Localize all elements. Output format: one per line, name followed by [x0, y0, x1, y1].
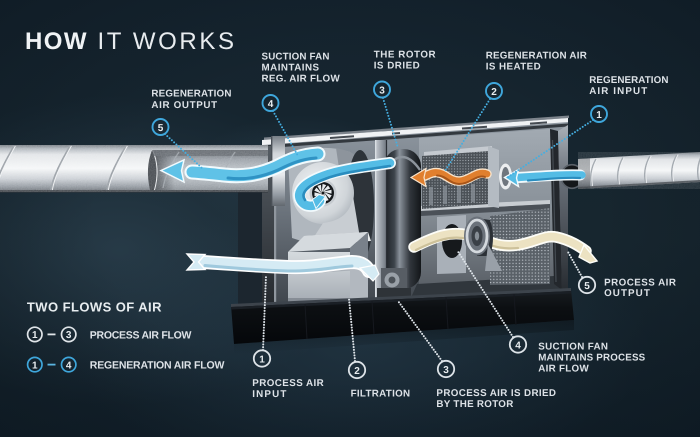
svg-text:HOW: HOW	[25, 28, 87, 55]
svg-text:REGENERATION AIR FLOW: REGENERATION AIR FLOW	[90, 359, 225, 371]
svg-text:INPUT: INPUT	[252, 389, 286, 400]
svg-text:AIR FLOW: AIR FLOW	[538, 364, 589, 375]
svg-text:1: 1	[32, 330, 38, 341]
svg-text:2: 2	[354, 366, 360, 377]
svg-text:4: 4	[268, 99, 274, 110]
svg-text:1: 1	[32, 360, 38, 371]
svg-text:REGENERATION: REGENERATION	[151, 89, 231, 100]
svg-text:1: 1	[259, 354, 265, 365]
svg-text:3: 3	[443, 365, 449, 376]
svg-text:FILTRATION: FILTRATION	[351, 388, 411, 399]
svg-text:5: 5	[584, 281, 590, 292]
svg-text:3: 3	[379, 85, 385, 96]
svg-text:SUCTION FAN: SUCTION FAN	[538, 342, 608, 353]
svg-text:TWO FLOWS OF AIR: TWO FLOWS OF AIR	[27, 300, 162, 315]
svg-text:4: 4	[66, 360, 72, 371]
svg-text:PROCESS AIR: PROCESS AIR	[252, 378, 323, 389]
svg-text:1: 1	[596, 110, 602, 121]
svg-text:THE ROTOR: THE ROTOR	[374, 50, 436, 61]
svg-text:IS DRIED: IS DRIED	[374, 61, 420, 72]
svg-text:AIR OUTPUT: AIR OUTPUT	[151, 100, 217, 111]
svg-text:IS HEATED: IS HEATED	[486, 62, 541, 73]
svg-text:REGENERATION: REGENERATION	[589, 75, 668, 86]
svg-text:PROCESS AIR FLOW: PROCESS AIR FLOW	[90, 329, 192, 341]
svg-text:REG. AIR FLOW: REG. AIR FLOW	[262, 73, 341, 84]
svg-text:PROCESS AIR: PROCESS AIR	[604, 278, 676, 289]
svg-text:3: 3	[66, 330, 72, 341]
svg-text:SUCTION FAN: SUCTION FAN	[262, 52, 330, 63]
svg-text:IT WORKS: IT WORKS	[98, 28, 235, 55]
svg-text:MAINTAINS PROCESS: MAINTAINS PROCESS	[538, 353, 645, 364]
svg-text:BY THE ROTOR: BY THE ROTOR	[436, 399, 513, 410]
svg-text:AIR INPUT: AIR INPUT	[589, 86, 647, 97]
svg-text:2: 2	[491, 87, 497, 98]
svg-text:4: 4	[515, 340, 521, 351]
svg-text:5: 5	[158, 123, 164, 134]
svg-text:PROCESS AIR IS DRIED: PROCESS AIR IS DRIED	[436, 388, 556, 399]
svg-text:MAINTAINS: MAINTAINS	[262, 63, 320, 74]
svg-text:REGENERATION AIR: REGENERATION AIR	[486, 51, 587, 62]
